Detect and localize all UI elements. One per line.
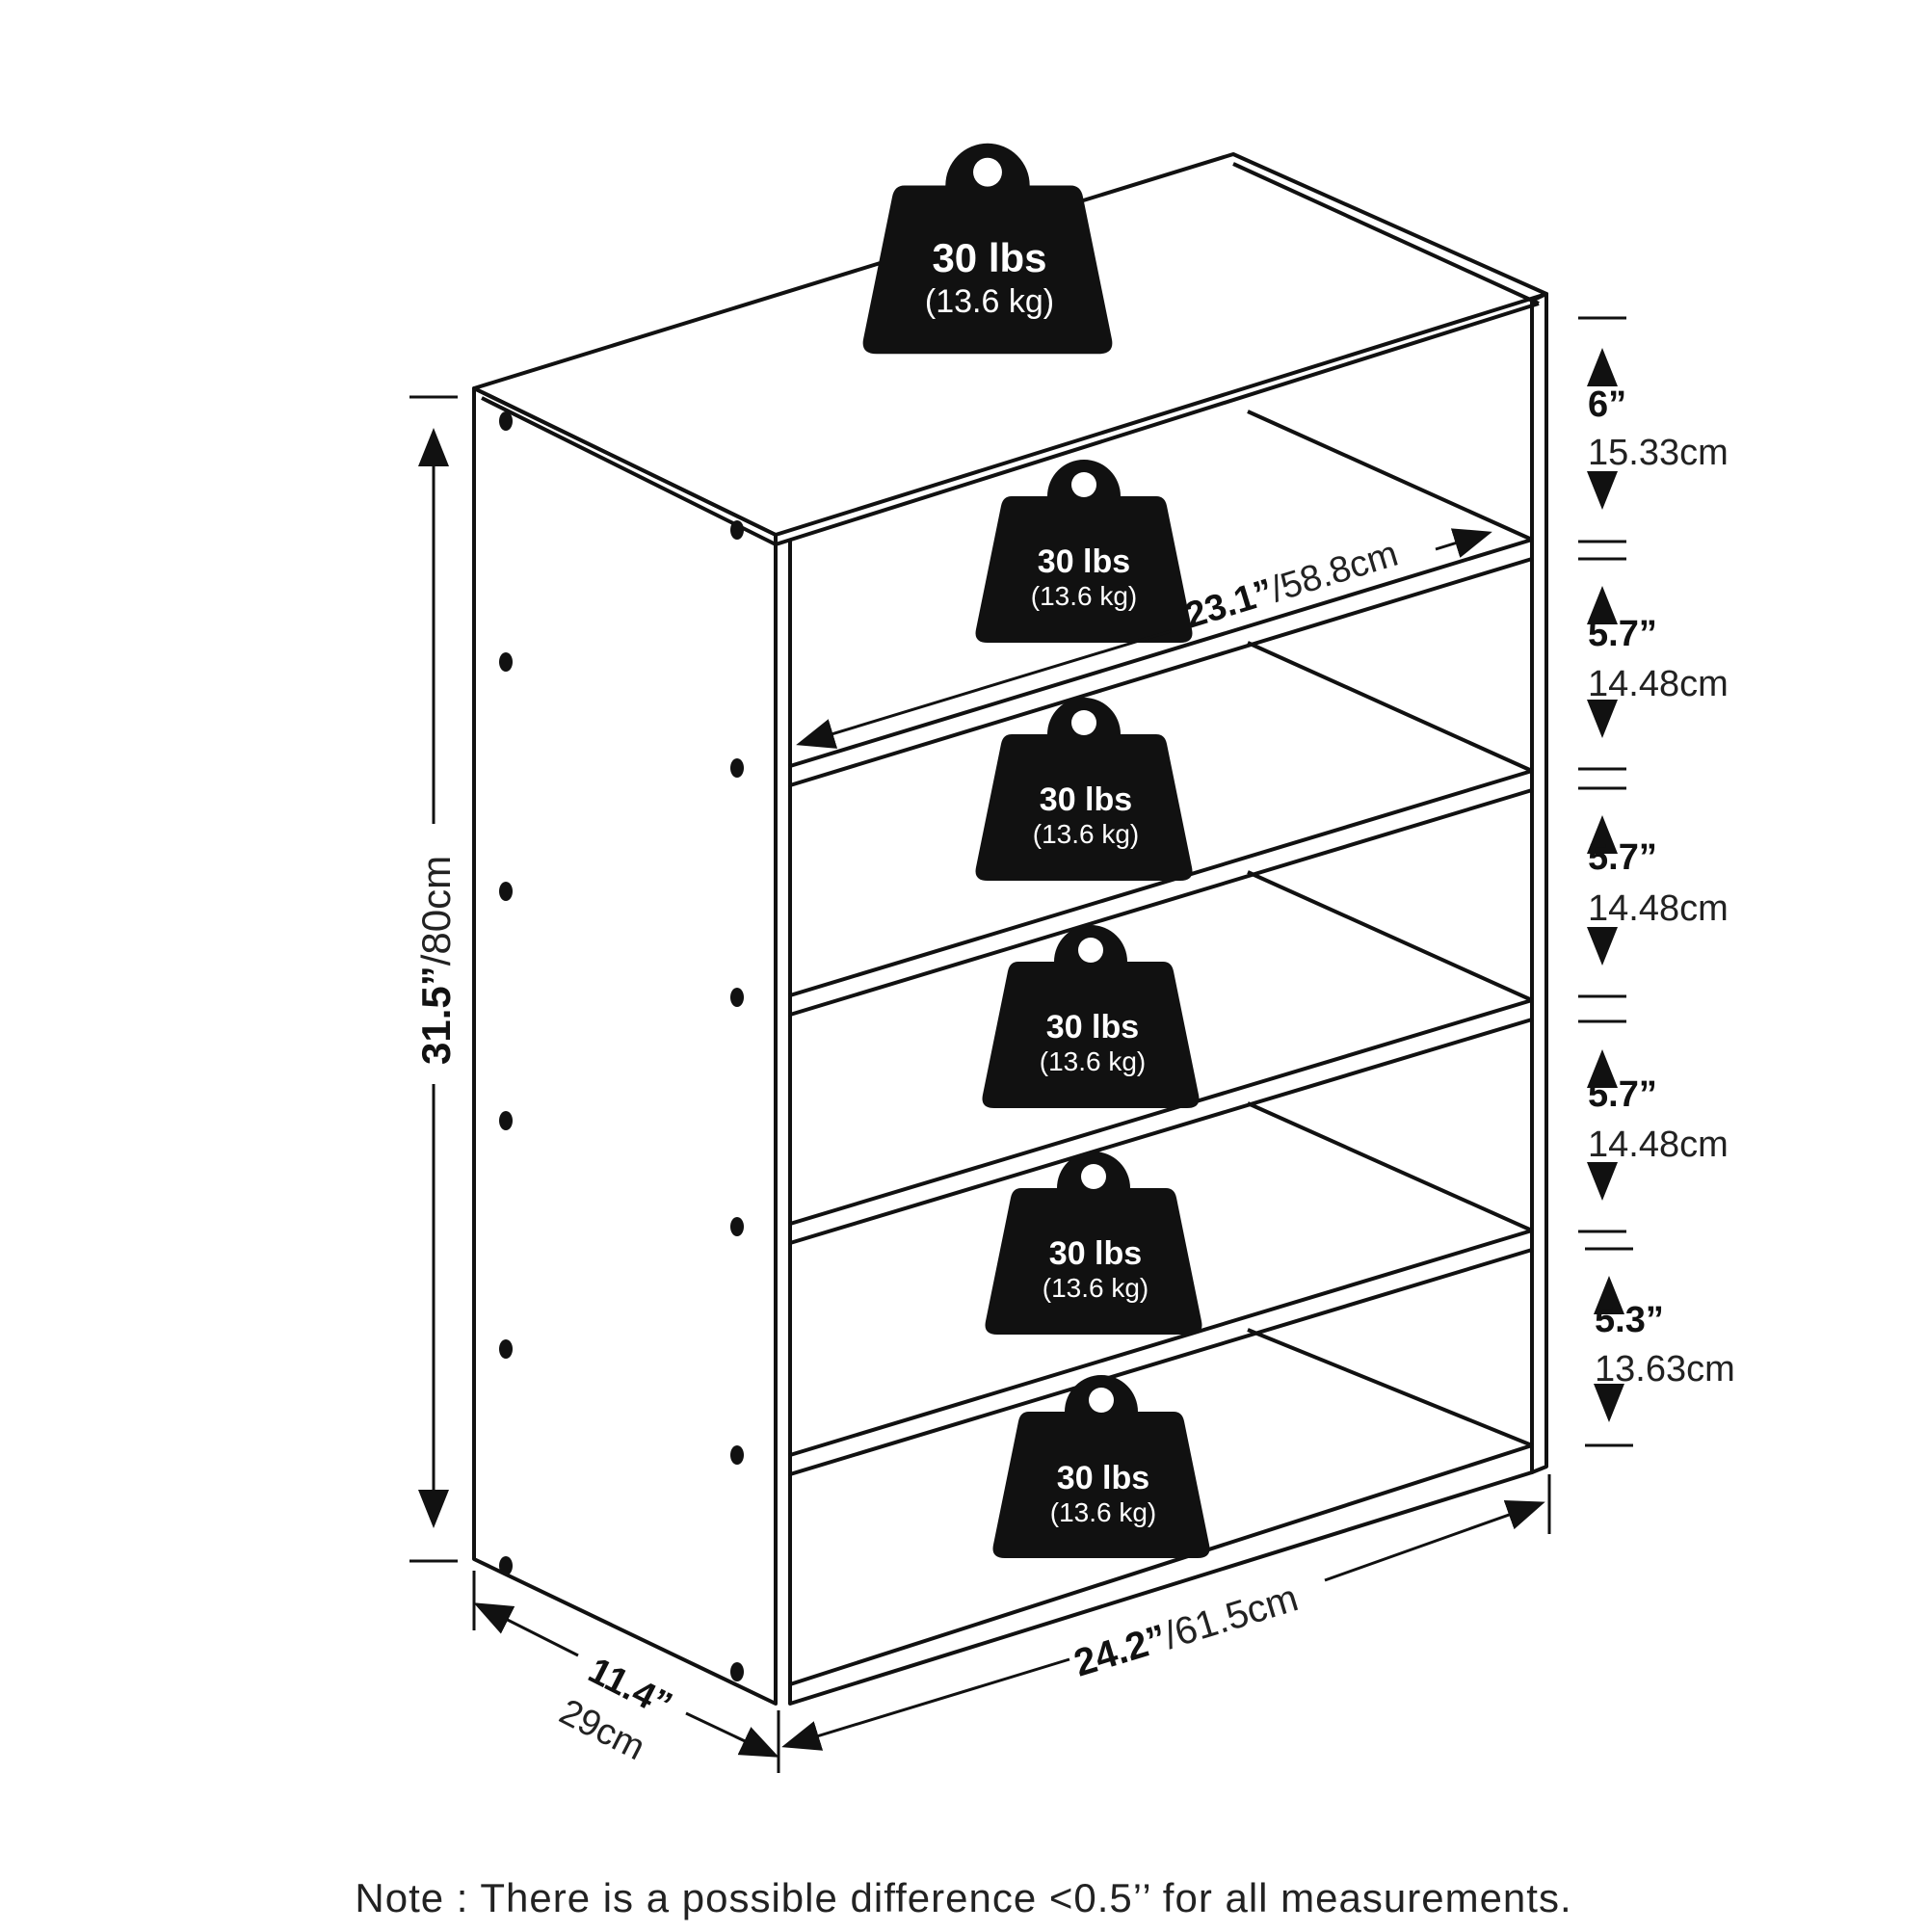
height-dimension — [409, 395, 458, 1563]
weight-4-lbs: 30 lbs — [1049, 1235, 1142, 1272]
inner-width-dimension — [796, 528, 1492, 749]
height-label: 31.5”/80cm — [413, 856, 459, 1065]
measurement-note: Note : There is a possible difference <0… — [355, 1875, 1572, 1920]
weight-icon-top — [862, 143, 1113, 355]
weight-4-kg: (13.6 kg) — [1043, 1273, 1149, 1303]
inner-width-label: 23.1”/58.8cm — [1180, 534, 1402, 637]
shelf-3 — [788, 870, 1534, 1245]
gap-5-inch: 5.3” — [1595, 1300, 1664, 1340]
gap-4-cm: 14.48cm — [1588, 1125, 1729, 1165]
weight-3-kg: (13.6 kg) — [1040, 1046, 1147, 1076]
gap-1-inch: 6” — [1588, 384, 1626, 425]
bottom-rail — [788, 1443, 1534, 1706]
weight-icon-shelf-1 — [975, 460, 1193, 643]
weight-2-lbs: 30 lbs — [1040, 781, 1132, 818]
peg-holes — [499, 411, 744, 1681]
shelf-unit — [472, 152, 1548, 1706]
weight-icon-shelf-2 — [975, 698, 1193, 881]
gap-3-cm: 14.48cm — [1588, 888, 1729, 929]
shelf-4 — [788, 1101, 1534, 1476]
shelf-gap-dimensions — [1578, 316, 1633, 1447]
shelf-2 — [788, 641, 1534, 1017]
weight-5-kg: (13.6 kg) — [1050, 1497, 1157, 1527]
weight-1-kg: (13.6 kg) — [1031, 581, 1138, 611]
width-dimension — [777, 1474, 1551, 1773]
gap-5-cm: 13.63cm — [1595, 1349, 1735, 1389]
weight-5-lbs: 30 lbs — [1057, 1460, 1149, 1496]
shelves — [788, 410, 1534, 1476]
right-side-panel — [1530, 292, 1548, 1474]
shelf-1 — [788, 410, 1534, 787]
weight-top-lbs: 30 lbs — [932, 235, 1046, 280]
gap-1-cm: 15.33cm — [1588, 433, 1729, 473]
width-label: 24.2”/61.5cm — [1069, 1576, 1304, 1684]
gap-3-inch: 5.7” — [1588, 837, 1657, 878]
weight-icon-shelf-4 — [985, 1151, 1202, 1335]
weight-1-lbs: 30 lbs — [1038, 543, 1130, 580]
weight-3-lbs: 30 lbs — [1046, 1009, 1139, 1045]
left-side-panel — [472, 386, 778, 1706]
weight-2-kg: (13.6 kg) — [1033, 819, 1140, 849]
gap-4-inch: 5.7” — [1588, 1074, 1657, 1115]
depth-dimension — [472, 1571, 779, 1758]
weight-icon-shelf-5 — [992, 1375, 1210, 1558]
gap-2-cm: 14.48cm — [1588, 664, 1729, 704]
weight-icon-shelf-3 — [982, 925, 1200, 1108]
weight-top-kg: (13.6 kg) — [925, 283, 1054, 320]
shelf-5 — [1247, 1328, 1533, 1447]
gap-2-inch: 5.7” — [1588, 614, 1657, 654]
